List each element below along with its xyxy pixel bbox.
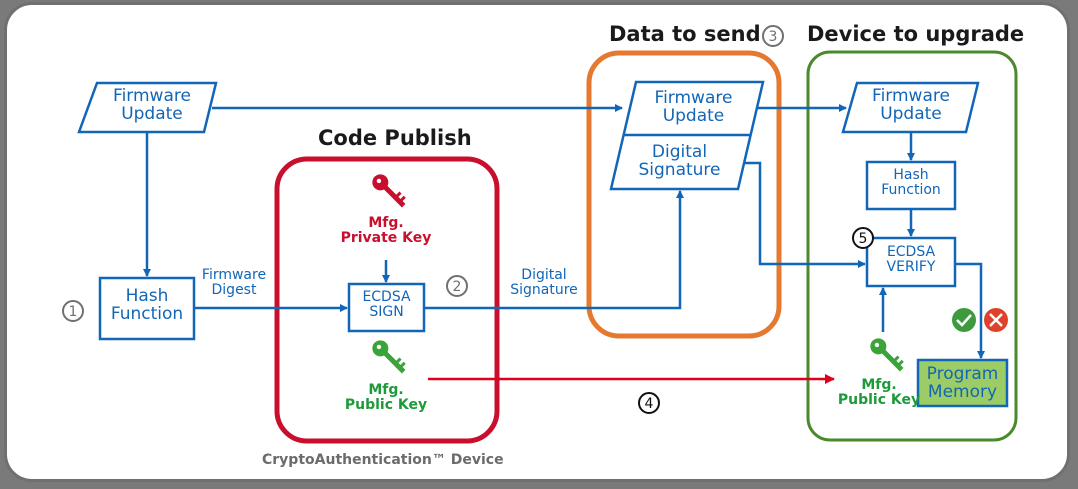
label-line: Signature: [638, 159, 721, 180]
label-line: Update: [121, 103, 183, 124]
label-line: Public Key: [344, 396, 428, 413]
code-publish-container: [274, 156, 500, 444]
label-line: Hash: [893, 167, 929, 183]
program-memory-shape: [916, 358, 1009, 408]
label-line: ECDSA: [362, 289, 411, 305]
label-line: Mfg.: [368, 215, 404, 231]
private-key-icon: [372, 174, 406, 208]
label-line: Program: [926, 364, 999, 384]
data-to-send-title: Data to send: [609, 22, 761, 46]
private-key-label: Mfg.Private Key: [326, 216, 446, 245]
label-line: Signature: [510, 281, 578, 298]
edge-signature-to-verify: [745, 161, 866, 268]
label-line: Digital: [651, 142, 708, 162]
label-line: Private Key: [340, 229, 432, 246]
label-line: Function: [881, 181, 941, 198]
step-3-marker: 3: [762, 25, 784, 47]
device-to-upgrade-container: [806, 50, 1018, 442]
label-line: Memory: [927, 381, 998, 402]
label-line: Update: [662, 105, 725, 126]
step-4-marker: 4: [638, 392, 660, 414]
label-line: ECDSA: [886, 244, 936, 260]
hash-function-source-shape: [98, 276, 196, 341]
device-firmware-shape: [841, 81, 980, 134]
label-line: Firmware: [872, 86, 950, 106]
label-line: Update: [880, 103, 942, 124]
label-line: Function: [110, 303, 184, 324]
ecdsa-verify-shape: [865, 236, 957, 288]
public-key-device-icon: [870, 338, 904, 372]
ecdsa-sign-shape: [347, 282, 426, 333]
crypto-device-label: CryptoAuthentication™ Device: [262, 452, 504, 468]
label-line: Digital: [521, 267, 567, 283]
public-key-source-icon: [372, 340, 406, 374]
cross-icon: [984, 308, 1008, 332]
step-2-marker: 2: [446, 275, 468, 297]
public-key-source-label: Mfg.Public Key: [326, 383, 446, 412]
label-line: SIGN: [369, 303, 404, 320]
data-to-send-container: [586, 50, 782, 339]
step-1-marker: 1: [62, 300, 84, 322]
code-publish-title: Code Publish: [318, 126, 472, 150]
public-key-device-label: Mfg.Public Key: [824, 378, 934, 407]
label-line: Digest: [211, 281, 257, 298]
check-icon: [952, 308, 976, 332]
label-line: Hash: [125, 286, 169, 306]
label-line: VERIFY: [886, 258, 936, 275]
label-line: Firmware: [113, 86, 191, 106]
device-to-upgrade-title: Device to upgrade: [807, 22, 1025, 46]
label-line: Mfg.: [861, 377, 897, 393]
edge-verify-to-memory: [955, 262, 985, 359]
label-line: Public Key: [837, 391, 921, 408]
step-5-marker: 5: [852, 227, 874, 249]
label-line: Firmware: [654, 88, 733, 108]
firmware-update-source-shape: [77, 81, 218, 134]
label-line: Firmware: [201, 267, 267, 283]
edge-sign-to-signature: [424, 190, 684, 310]
label-line: Mfg.: [368, 382, 404, 398]
